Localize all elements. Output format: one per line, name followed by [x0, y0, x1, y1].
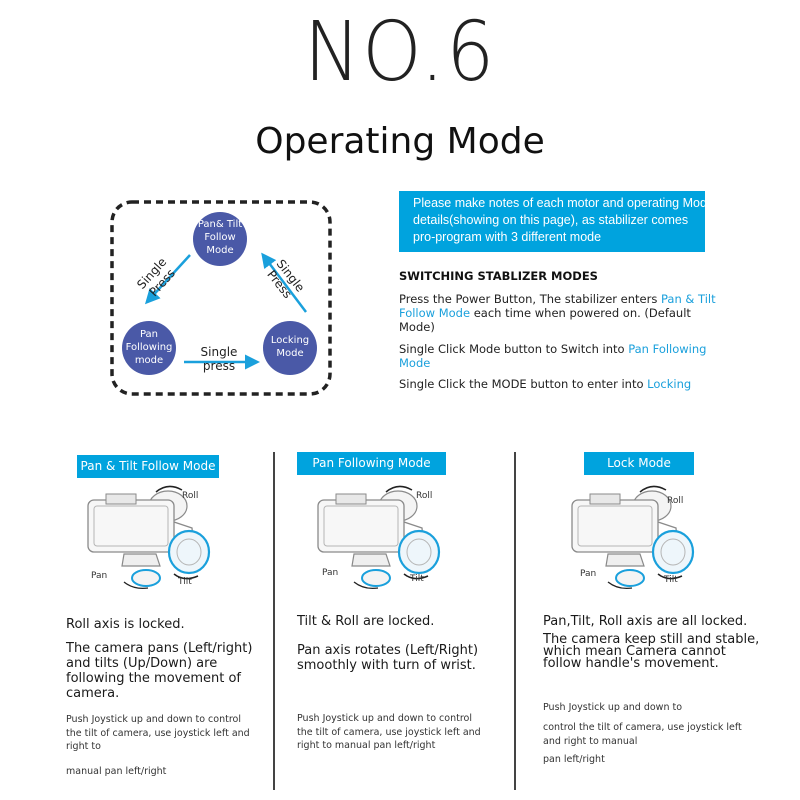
joystick-note-cont: control the tilt of camera, use joystick…: [543, 722, 742, 747]
joystick-note: Push Joystick up and down to: [543, 702, 683, 713]
tilt-motor-shape: [167, 529, 211, 575]
gimbal-graphic: [571, 485, 695, 590]
phone-screen-shape: [93, 505, 169, 547]
joystick-note-end: pan left/right: [543, 754, 605, 765]
pan-arrow-shape: [353, 581, 379, 590]
tilt-arrow-shape: [403, 573, 429, 580]
mode-description: Pan axis rotates (Left/Right) smoothly w…: [297, 643, 479, 673]
tilt-motor-inner-shape: [176, 538, 202, 566]
circle-label-pan-following: Pan Following mode: [125, 329, 173, 366]
column-divider: [514, 452, 516, 790]
gimbal-graphic: [317, 485, 441, 590]
mode-circle-locking: [263, 321, 317, 375]
press-label-bottom: Single press: [200, 345, 238, 373]
tilt-motor-shape: [651, 529, 695, 575]
switching-paragraph-2: Single Click Mode button to Switch into …: [399, 342, 707, 370]
handle-top-shape: [351, 553, 391, 567]
switching-heading: SWITCHING STABLIZER MODES: [399, 269, 598, 283]
mode-circle-pan-following: [122, 321, 176, 375]
roll-arrow-shape: [155, 485, 183, 493]
tilt-label: Tilt: [410, 574, 424, 584]
mode-cycle-diagram: Pan& Tilt Follow Mode Pan Following mode…: [110, 200, 332, 396]
mode-tag-pan-following: Pan Following Mode: [297, 452, 446, 475]
clamp-shape: [589, 493, 621, 505]
clamp-shape: [335, 493, 367, 505]
phone-screen-shape: [577, 505, 653, 547]
pan-motor-shape: [615, 569, 645, 587]
handle-top-shape: [121, 553, 161, 567]
tilt-arrow-shape: [173, 573, 199, 580]
notice-line: details(showing on this page), as stabil…: [413, 213, 689, 227]
phone-shape: [571, 499, 659, 553]
column-divider: [273, 452, 275, 790]
roll-arrow-shape: [639, 485, 667, 493]
section-number: NO.6: [303, 5, 497, 100]
notice-line: pro-program with 3 different mode: [413, 230, 602, 244]
mode-description: The camera pans (Left/right) and tilts (…: [66, 641, 253, 701]
pan-arrow-shape: [607, 581, 633, 590]
clamp-shape: [105, 493, 137, 505]
roll-label: Roll: [667, 496, 684, 506]
arrow-to-pan-tilt-follow: [261, 252, 307, 313]
gimbal-illustration: [64, 482, 224, 592]
mode-description: The camera keep still and stable, which …: [543, 632, 760, 671]
tilt-label: Tilt: [664, 575, 678, 585]
mode-tag-lock: Lock Mode: [584, 452, 694, 475]
mode-circle-pan-tilt-follow: [193, 212, 247, 266]
notice-line: Please make notes of each motor and oper…: [413, 196, 705, 210]
mode-cycle-graphic: [110, 200, 332, 396]
pan-label: Pan: [91, 571, 108, 581]
gimbal-illustration: [294, 482, 454, 592]
dashed-border: [110, 200, 332, 396]
highlight-text: Locking: [647, 377, 692, 391]
gimbal-illustration: [548, 482, 708, 592]
highlight-text: Pan & Tilt Follow Mode: [399, 292, 716, 320]
switching-paragraph-1: Press the Power Button, The stabilizer e…: [399, 292, 716, 334]
tilt-motor-shape: [397, 529, 441, 575]
joystick-note: Push Joystick up and down to control the…: [297, 713, 481, 751]
arrow-to-pan-following: [144, 254, 191, 305]
notice-banner: Please make notes of each motor and oper…: [399, 191, 705, 252]
mode-locked-axes: Pan,Tilt, Roll axis are all locked.: [543, 614, 748, 629]
tilt-label: Tilt: [178, 577, 192, 587]
phone-shape: [317, 499, 405, 553]
joystick-note: Push Joystick up and down to control the…: [66, 714, 250, 752]
circle-label-locking: Locking Mode: [270, 335, 310, 359]
pan-label: Pan: [580, 569, 597, 579]
pan-label: Pan: [322, 568, 339, 578]
tilt-motor-inner-shape: [406, 538, 432, 566]
tilt-arrow-shape: [657, 573, 683, 580]
circle-label-pan-tilt-follow: Pan& Tilt Follow Mode: [197, 219, 243, 256]
gimbal-graphic: [87, 485, 211, 590]
phone-shape: [87, 499, 175, 553]
joystick-note-cont: manual pan left/right: [66, 766, 167, 777]
roll-arrow-shape: [385, 485, 413, 493]
pan-motor-shape: [361, 569, 391, 587]
roll-label: Roll: [416, 491, 433, 501]
mode-locked-axes: Tilt & Roll are locked.: [297, 614, 435, 629]
switching-paragraph-3: Single Click the MODE button to enter in…: [399, 377, 692, 391]
pan-motor-shape: [131, 569, 161, 587]
roll-label: Roll: [182, 491, 199, 501]
tilt-motor-inner-shape: [660, 538, 686, 566]
pan-arrow-shape: [123, 581, 149, 590]
page-title: Operating Mode: [255, 121, 545, 162]
phone-screen-shape: [323, 505, 399, 547]
handle-top-shape: [605, 553, 645, 567]
mode-locked-axes: Roll axis is locked.: [66, 617, 185, 632]
highlight-text: Pan Following Mode: [399, 342, 707, 370]
mode-tag-pan-tilt-follow: Pan & Tilt Follow Mode: [77, 455, 219, 478]
